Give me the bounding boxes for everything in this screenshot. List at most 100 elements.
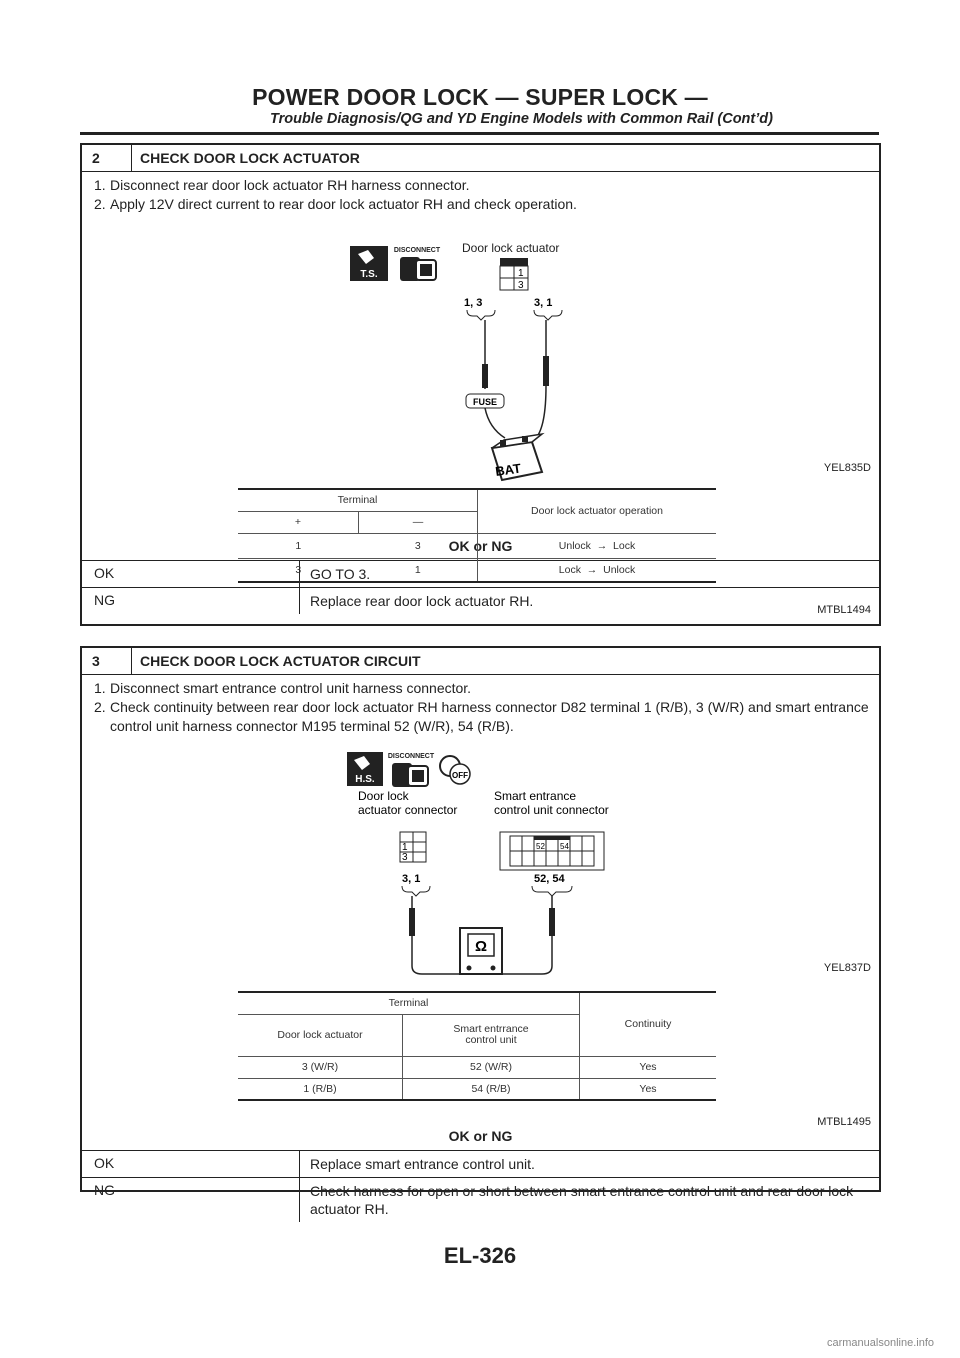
table-row: 1 (R/B) 54 (R/B) Yes [238, 1078, 716, 1101]
table-cell: 1 (R/B) [238, 1078, 403, 1101]
tester-icon: T.S. [350, 246, 388, 281]
instruction-number: 2. [94, 699, 106, 715]
lead-left-label: 3, 1 [402, 873, 420, 885]
result-row-ng: NG Check harness for open or short betwe… [82, 1177, 879, 1222]
pin-3: 3 [402, 852, 408, 863]
table-row: 1 3 Unlock → Lock [238, 533, 716, 559]
battery-icon: BAT [490, 432, 545, 482]
ts-label: T.S. [360, 269, 377, 280]
result-row-ng: NG Replace rear door lock actuator RH. [82, 587, 879, 614]
disconnect-label: DISCONNECT [388, 753, 435, 760]
instruction-text: Disconnect smart entrance control unit h… [110, 680, 472, 696]
disconnect-label: DISCONNECT [394, 247, 441, 254]
smart-entrance-connector: 52 54 [499, 831, 605, 871]
table-header: Terminal [238, 992, 580, 1015]
result-value: Replace smart entrance control unit. [310, 1156, 535, 1172]
table-cell: 1 [358, 558, 478, 583]
result-value: Check harness for open or short between … [310, 1183, 854, 1217]
table-header: Continuity [579, 992, 716, 1057]
pin-1: 1 [402, 842, 408, 853]
instruction-item: 2. Check continuity between rear door lo… [94, 698, 869, 736]
figure-id: YEL835D [823, 462, 871, 474]
instruction-text: Disconnect rear door lock actuator RH ha… [110, 177, 470, 193]
table-cell: 3 [238, 558, 359, 583]
ignition-off-icon: OFF [439, 755, 471, 785]
continuity-table: Terminal Continuity Door lock actuator S… [238, 991, 716, 1101]
header-rule [80, 132, 879, 135]
table-cell: 1 [238, 533, 359, 559]
step-3-instructions: 1. Disconnect smart entrance control uni… [82, 675, 879, 736]
lead-left-label: 1, 3 [464, 297, 482, 309]
figure-area: T.S. DISCONNECT Door lock actuator 1 3 1… [82, 214, 879, 616]
figure-id: YEL837D [823, 962, 871, 974]
pin-3: 3 [518, 280, 524, 291]
result-row-ok: OK Replace smart entrance control unit. [82, 1150, 879, 1177]
step-title: CHECK DOOR LOCK ACTUATOR [140, 150, 360, 166]
table-header: Door lock actuator [238, 1014, 403, 1057]
ohm-label: Ω [475, 938, 487, 955]
instruction-number: 1. [94, 680, 106, 696]
table-header: — [358, 511, 478, 534]
actuator-label: Door lock actuator [462, 241, 559, 255]
table-cell: 3 (W/R) [238, 1056, 403, 1079]
actuator-connector: 1 3 [499, 258, 529, 291]
pin-52: 52 [536, 842, 545, 851]
table-cell: Unlock → Lock [477, 533, 716, 559]
left-connector-label-2: actuator connector [358, 803, 457, 817]
table-cell: Yes [579, 1078, 716, 1101]
instruction-item: 1. Disconnect smart entrance control uni… [94, 679, 869, 698]
fuse-label: FUSE [473, 397, 497, 407]
harness-side-icon: H.S. [347, 752, 383, 786]
table-header: Terminal [238, 489, 478, 512]
table-row: 3 (W/R) 52 (W/R) Yes [238, 1056, 716, 1079]
instruction-number: 2. [94, 196, 106, 212]
page-code: EL-326 [443, 1243, 517, 1268]
instruction-number: 1. [94, 177, 106, 193]
table-row: 3 1 Lock → Unlock [238, 558, 716, 583]
result-value: Replace rear door lock actuator RH. [310, 593, 534, 609]
table-cell: 52 (W/R) [402, 1056, 580, 1079]
table-id: MTBL1495 [817, 1116, 871, 1128]
table-cell: Yes [579, 1056, 716, 1079]
step-2-instructions: 1. Disconnect rear door lock actuator RH… [82, 172, 879, 214]
hs-label: H.S. [355, 774, 375, 785]
pin-1: 1 [518, 268, 524, 279]
door-lock-actuator-connector: 1 3 [399, 831, 427, 863]
step-3-header: 3 CHECK DOOR LOCK ACTUATOR CIRCUIT [82, 648, 879, 675]
step-title: CHECK DOOR LOCK ACTUATOR CIRCUIT [140, 653, 421, 669]
step-number: 2 [82, 145, 132, 171]
operation-table: Terminal Door lock actuator operation + … [238, 488, 716, 583]
table-cell: Lock → Unlock [477, 558, 716, 583]
door-lock-actuator-diagram: T.S. DISCONNECT Door lock actuator 1 3 1… [350, 241, 563, 482]
instruction-item: 2. Apply 12V direct current to rear door… [94, 195, 869, 214]
step-2-box: 2 CHECK DOOR LOCK ACTUATOR 1. Disconnect… [80, 143, 881, 626]
lead-right-label: 3, 1 [534, 297, 552, 309]
right-connector-label-2: control unit connector [494, 803, 609, 817]
ohmmeter-icon: Ω [459, 927, 503, 975]
bat-label: BAT [494, 461, 522, 479]
instruction-text: Check continuity between rear door lock … [110, 699, 869, 734]
figure-area: H.S. DISCONNECT OFF Door lock actuator c… [82, 736, 879, 1128]
step-number: 3 [82, 648, 132, 674]
instruction-text: Apply 12V direct current to rear door lo… [110, 196, 577, 212]
instruction-item: 1. Disconnect rear door lock actuator RH… [94, 176, 869, 195]
step-2-header: 2 CHECK DOOR LOCK ACTUATOR [82, 145, 879, 172]
lead-right-label: 52, 54 [534, 873, 565, 885]
disconnect-icon: DISCONNECT [388, 753, 435, 787]
result-key: NG [82, 588, 300, 614]
page-title: POWER DOOR LOCK — SUPER LOCK — [252, 84, 708, 110]
table-id: MTBL1494 [817, 604, 871, 616]
ok-ng-label: OK or NG [448, 1128, 513, 1144]
table-header: + [238, 511, 359, 534]
pin-54: 54 [560, 842, 569, 851]
off-label: OFF [452, 771, 468, 780]
continuity-check-diagram: H.S. DISCONNECT OFF Door lock actuator c… [347, 752, 609, 975]
result-key: OK [82, 1151, 300, 1177]
watermark-text: carmanualsonline.info [826, 1337, 934, 1349]
table-cell: 3 [358, 533, 478, 559]
right-connector-label-1: Smart entrance [494, 789, 576, 803]
disconnect-icon: DISCONNECT [394, 247, 441, 281]
table-header: Door lock actuator operation [477, 489, 716, 534]
left-connector-label-1: Door lock [358, 789, 410, 803]
step-3-box: 3 CHECK DOOR LOCK ACTUATOR CIRCUIT 1. Di… [80, 646, 881, 1222]
